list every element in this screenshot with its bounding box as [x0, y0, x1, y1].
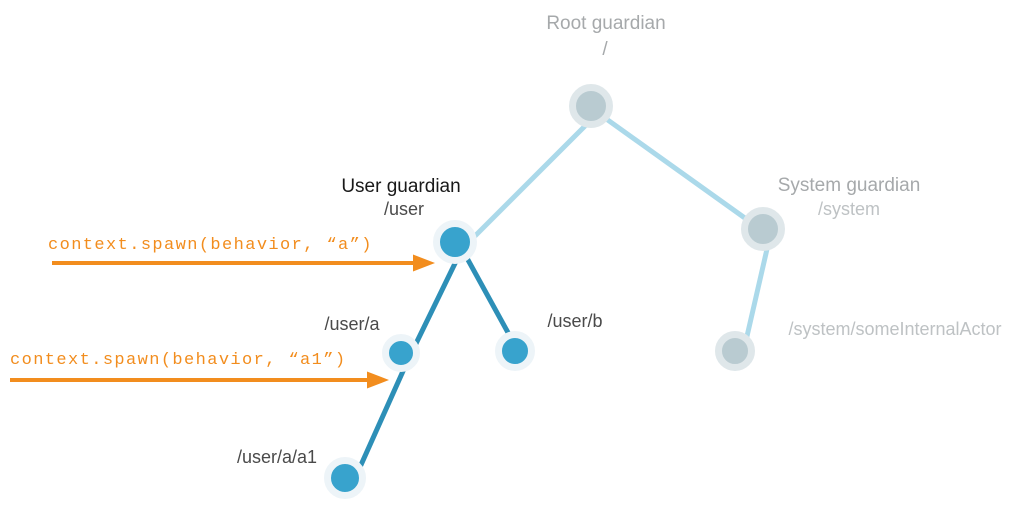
root-guardian-title: Root guardian — [546, 12, 666, 34]
user-guardian-path: /user — [383, 199, 425, 220]
user-guardian-title: User guardian — [341, 175, 461, 197]
spawn-code-a: context.spawn(behavior, “a”) — [48, 236, 373, 255]
node-user-b — [495, 331, 535, 371]
user-b-path: /user/b — [547, 311, 603, 332]
spawn-arrowhead-2 — [367, 371, 389, 389]
node-root-guardian — [569, 84, 613, 128]
system-internal-actor-path: /system/someInternalActor — [788, 319, 1002, 340]
node-user-a-a1 — [324, 457, 366, 499]
node-system-guardian — [741, 207, 785, 251]
edge-root-user — [460, 111, 600, 251]
system-guardian-path: /system — [817, 199, 881, 220]
edge-user-user_a — [405, 247, 465, 362]
node-user-a — [382, 334, 420, 372]
system-guardian-title: System guardian — [777, 174, 921, 196]
user-a-path: /user/a — [324, 314, 380, 335]
node-system-some-internal-actor — [715, 331, 755, 371]
edge-root-system — [596, 110, 772, 239]
root-guardian-path: / — [602, 38, 608, 60]
user-a-a1-path: /user/a/a1 — [236, 447, 318, 468]
node-user-guardian — [433, 220, 477, 264]
spawn-arrowhead-1 — [413, 254, 435, 272]
spawn-code-a1: context.spawn(behavior, “a1”) — [10, 351, 347, 370]
